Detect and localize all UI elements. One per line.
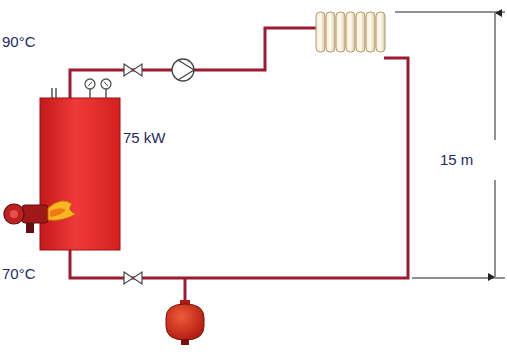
supply-pipe: [70, 28, 318, 98]
radiator: [316, 12, 385, 52]
boiler-gauges: [85, 79, 111, 98]
radiator-fin: [336, 12, 345, 52]
radiator-fin: [316, 12, 325, 52]
radiator-fin: [376, 12, 385, 52]
boiler-body: [40, 98, 120, 250]
vessel-pipe: [184, 278, 187, 302]
boiler-vent: [52, 88, 56, 98]
radiator-fin: [366, 12, 375, 52]
radiator-fin: [356, 12, 365, 52]
supply-valve: [124, 64, 142, 76]
radiator-fin: [326, 12, 335, 52]
return-pipe: [70, 58, 408, 278]
supply-temperature: 90°C: [2, 34, 36, 49]
return-temperature: 70°C: [2, 266, 36, 281]
height-dimension-label: 15 m: [440, 152, 473, 167]
radiator-fin: [346, 12, 355, 52]
height-dimension: [395, 12, 505, 278]
power-rating: 75 kW: [123, 130, 166, 145]
burner: [4, 201, 76, 233]
circulation-pump: [172, 59, 194, 81]
expansion-vessel: [166, 300, 204, 345]
boiler: 75 kW: [40, 98, 120, 250]
return-valve: [124, 272, 142, 284]
